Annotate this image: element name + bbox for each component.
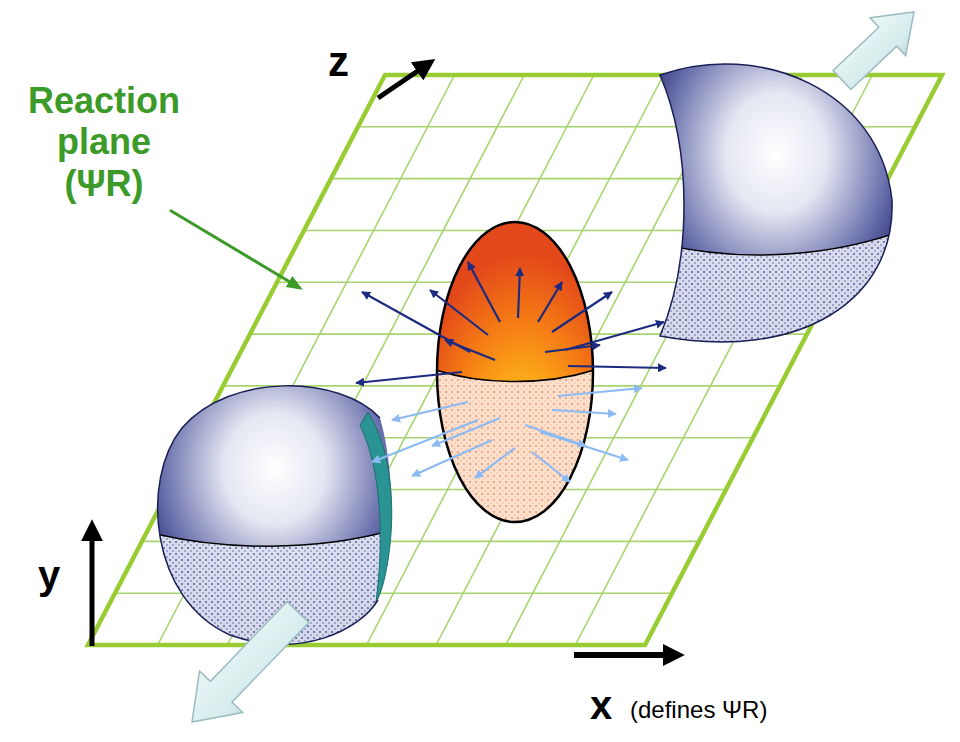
flow-arrows-upper bbox=[356, 262, 666, 383]
fireball bbox=[430, 222, 600, 530]
flow-arrow bbox=[432, 418, 500, 446]
axis-label: x bbox=[590, 682, 612, 728]
beam-arrow bbox=[833, 12, 914, 89]
flow-arrow bbox=[445, 340, 495, 360]
flow-arrow bbox=[538, 282, 562, 322]
leader-line bbox=[170, 210, 300, 288]
flow-arrow bbox=[565, 322, 664, 350]
x-axis bbox=[574, 652, 676, 658]
flow-arrow bbox=[558, 388, 642, 396]
axis-label: z bbox=[328, 38, 349, 86]
flow-arrow bbox=[430, 290, 488, 335]
flow-arrow bbox=[412, 440, 492, 476]
flow-arrow bbox=[525, 425, 586, 446]
flow-arrow bbox=[552, 410, 616, 414]
flow-arrow bbox=[392, 402, 468, 420]
y-axis bbox=[90, 528, 95, 646]
nucleus-right bbox=[640, 64, 910, 380]
beam-arrows bbox=[192, 12, 914, 722]
plane-label: Reaction plane (ΨR) bbox=[18, 80, 190, 204]
flow-arrow bbox=[475, 448, 515, 478]
axis-note: (defines ΨR) bbox=[630, 696, 767, 724]
flow-arrows-lower bbox=[372, 388, 642, 482]
flow-arrow bbox=[552, 292, 612, 332]
flow-arrow bbox=[545, 345, 600, 352]
flow-arrow bbox=[356, 372, 462, 383]
flow-arrow bbox=[532, 452, 570, 482]
beam-arrow bbox=[192, 602, 309, 722]
flow-arrow bbox=[372, 420, 478, 462]
grid-line bbox=[367, 75, 664, 645]
flow-arrow bbox=[468, 262, 500, 322]
flow-arrow bbox=[568, 366, 666, 368]
z-axis bbox=[378, 64, 428, 98]
axis-label: y bbox=[38, 552, 60, 598]
flow-arrow bbox=[518, 268, 520, 318]
